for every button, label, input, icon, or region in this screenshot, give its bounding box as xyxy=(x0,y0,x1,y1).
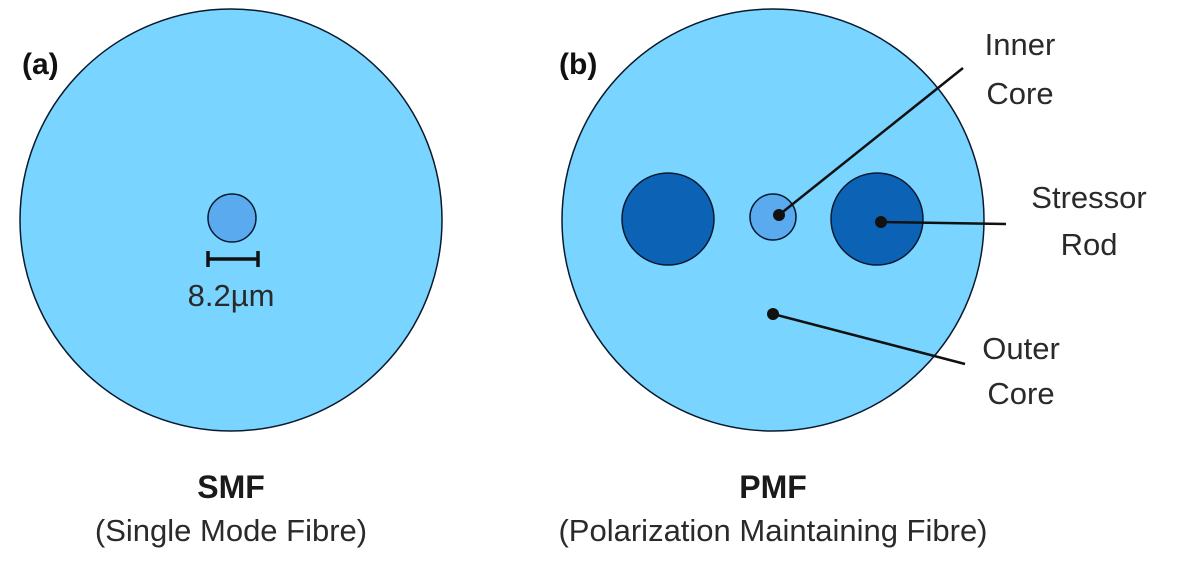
outer-core-pointer-dot xyxy=(767,308,779,320)
core-size-label: 8.2µm xyxy=(188,278,275,313)
pmf-title: PMF xyxy=(739,469,807,505)
stressor-rod-left xyxy=(621,172,715,266)
stressor-rod-pointer-line xyxy=(880,220,1007,226)
smf-subtitle: (Single Mode Fibre) xyxy=(95,513,367,548)
inner-core-pointer-dot xyxy=(773,209,785,221)
outer-core-label-line2: Core xyxy=(987,376,1054,411)
inner-core-label-line2: Core xyxy=(986,76,1053,111)
pmf-inner-core xyxy=(749,193,797,241)
outer-core-pointer-line xyxy=(772,312,966,366)
inner-core-label-line1: Inner xyxy=(985,27,1056,62)
panel-b-tag: (b) xyxy=(559,48,597,81)
panel-a-tag: (a) xyxy=(22,48,59,81)
inner-core-pointer-line xyxy=(778,67,964,216)
smf-core xyxy=(207,193,257,243)
smf-title: SMF xyxy=(197,469,265,505)
panel-b-pmf: (b) Inner Core Stressor Rod Outer Core P… xyxy=(558,8,1147,548)
panel-a-smf: 8.2µm (a) SMF (Single Mode Fibre) xyxy=(19,8,443,548)
stressor-rod-label-line2: Rod xyxy=(1061,227,1118,262)
outer-core-label-line1: Outer xyxy=(982,331,1060,366)
stressor-rod-pointer-dot xyxy=(875,216,887,228)
stressor-rod-label-line1: Stressor xyxy=(1031,180,1146,215)
pmf-subtitle: (Polarization Maintaining Fibre) xyxy=(558,513,987,548)
core-diameter-scale-bar xyxy=(206,251,260,267)
